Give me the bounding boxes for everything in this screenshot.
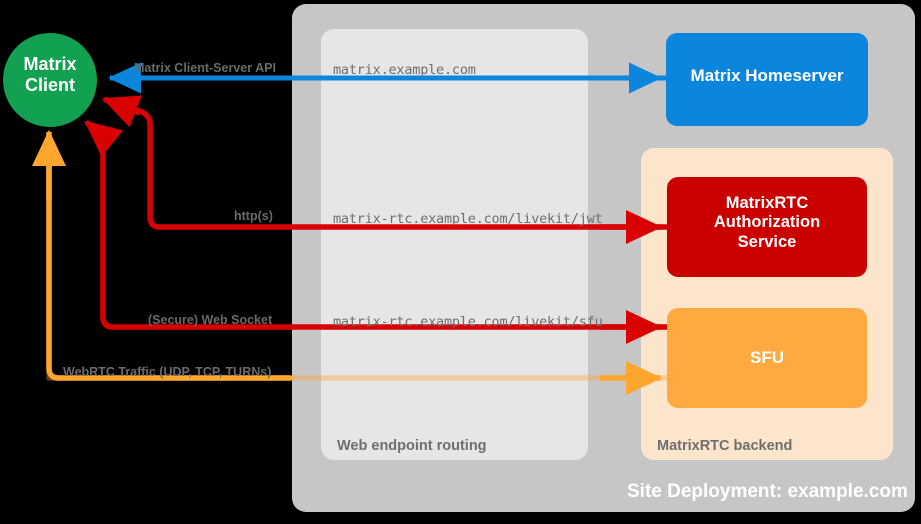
- auth-label-line2: Authorization: [713, 213, 821, 232]
- node-matrix-client-label-line2: Client: [24, 75, 75, 96]
- edge-label-web-socket: (Secure) Web Socket: [148, 313, 273, 327]
- edge-https-arrow-to-client: [101, 95, 142, 128]
- node-matrix-homeserver[interactable]: Matrix Homeserver: [666, 33, 868, 126]
- auth-label-line1: MatrixRTC: [725, 194, 809, 212]
- node-matrix-client[interactable]: Matrix Client: [3, 33, 97, 127]
- edge-label-https: http(s): [234, 209, 273, 223]
- auth-label-line3: Service: [737, 232, 797, 251]
- node-matrixrtc-authorization-service-label: MatrixRTC Authorization Service: [667, 194, 867, 252]
- node-sfu-label: SFU: [750, 348, 784, 367]
- node-matrix-homeserver-label: Matrix Homeserver: [690, 66, 844, 85]
- node-sfu[interactable]: SFU: [667, 308, 867, 408]
- edge-https-to-auth: [109, 97, 670, 230]
- node-matrixrtc-authorization-service[interactable]: MatrixRTC Authorization Service: [667, 177, 867, 277]
- edge-websocket-arrow-to-client: [84, 119, 124, 157]
- site-deployment-title: Site Deployment: example.com: [627, 481, 908, 502]
- edge-label-client-server-api: Matrix Client-Server API: [134, 61, 276, 75]
- node-matrix-client-label: Matrix Client: [3, 54, 97, 96]
- endpoint-label-matrix: matrix.example.com: [333, 62, 476, 78]
- group-label-matrixrtc-backend: MatrixRTC backend: [657, 438, 793, 454]
- endpoint-label-livekit-jwt: matrix-rtc.example.com/livekit/jwt: [333, 211, 603, 227]
- web-endpoint-routing-panel: [321, 29, 588, 460]
- node-matrix-client-label-line1: Matrix: [23, 54, 77, 74]
- edge-webrtc-traffic: [46, 133, 293, 381]
- group-label-web-endpoint-routing: Web endpoint routing: [337, 438, 487, 454]
- edge-label-webrtc-traffic: WebRTC Traffic (UDP, TCP, TURNs): [63, 365, 272, 379]
- endpoint-label-livekit-sfu: matrix-rtc.example.com/livekit/sfu: [333, 314, 603, 330]
